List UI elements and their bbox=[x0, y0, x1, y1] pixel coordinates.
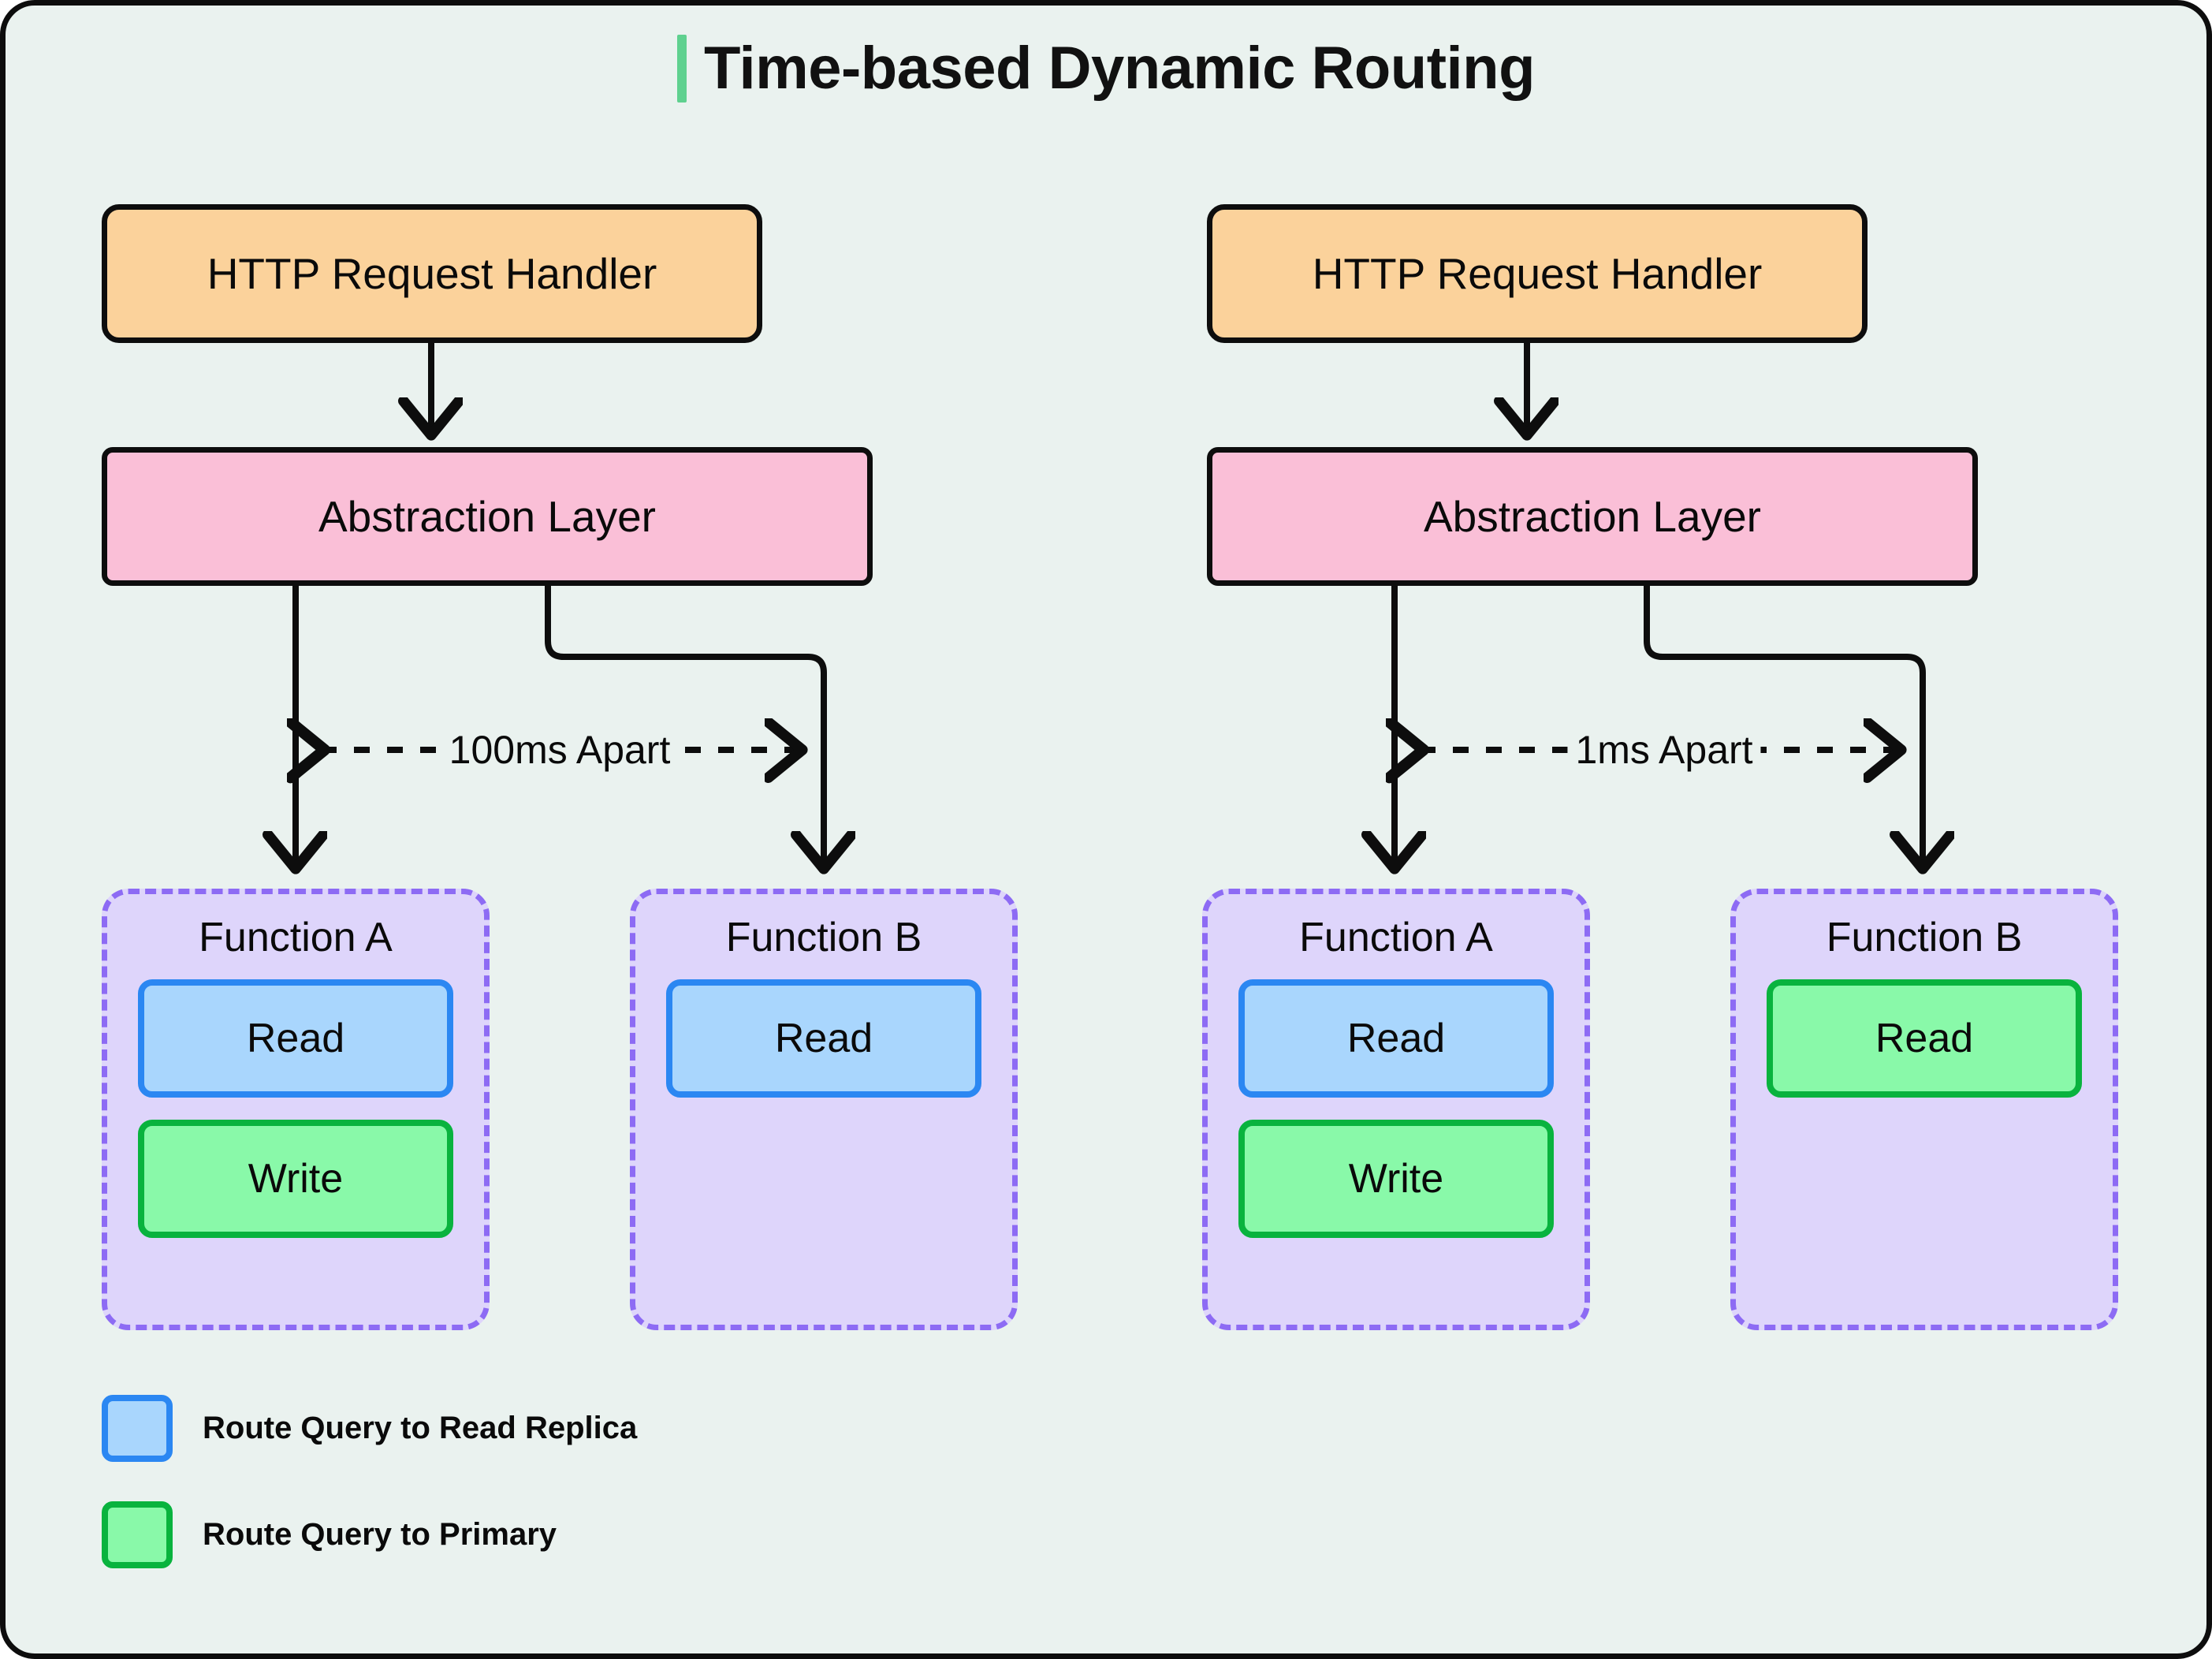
function-box-b-left[interactable]: Function B Read bbox=[630, 889, 1018, 1330]
operation-read-b-left[interactable]: Read bbox=[666, 979, 981, 1098]
legend-label-read-replica: Route Query to Read Replica bbox=[203, 1411, 638, 1445]
operation-write-a-right[interactable]: Write bbox=[1238, 1120, 1554, 1239]
edge-abstraction-to-functionB-left bbox=[545, 586, 824, 865]
page-title: Time-based Dynamic Routing bbox=[6, 34, 2206, 103]
page-title-text: Time-based Dynamic Routing bbox=[703, 35, 1536, 102]
operation-read-b-right-label: Read bbox=[1875, 1016, 1974, 1062]
legend-swatch-primary bbox=[102, 1501, 173, 1568]
abstraction-layer-left[interactable]: Abstraction Layer bbox=[102, 447, 873, 586]
function-box-a-left[interactable]: Function A Read Write bbox=[102, 889, 490, 1330]
function-b-right-title: Function B bbox=[1826, 915, 2023, 960]
legend-item-read-replica: Route Query to Read Replica bbox=[102, 1395, 637, 1462]
legend-item-primary: Route Query to Primary bbox=[102, 1501, 637, 1568]
operation-read-a-left-label: Read bbox=[246, 1016, 345, 1062]
function-a-right-title: Function A bbox=[1299, 915, 1493, 960]
operation-read-a-right[interactable]: Read bbox=[1238, 979, 1554, 1098]
abstraction-layer-right-label: Abstraction Layer bbox=[1424, 492, 1761, 541]
title-accent-bar bbox=[676, 34, 687, 103]
http-request-handler-left[interactable]: HTTP Request Handler bbox=[102, 204, 762, 343]
operation-write-a-right-label: Write bbox=[1348, 1156, 1444, 1202]
function-b-left-title: Function B bbox=[725, 915, 922, 960]
operation-read-b-left-label: Read bbox=[774, 1016, 873, 1062]
function-box-b-right[interactable]: Function B Read bbox=[1730, 889, 2118, 1330]
http-request-handler-right[interactable]: HTTP Request Handler bbox=[1207, 204, 1868, 343]
function-a-left-title: Function A bbox=[199, 915, 393, 960]
operation-read-a-left[interactable]: Read bbox=[138, 979, 453, 1098]
timing-label-left: 100ms Apart bbox=[441, 727, 679, 773]
operation-write-a-left[interactable]: Write bbox=[138, 1120, 453, 1239]
http-request-handler-right-label: HTTP Request Handler bbox=[1312, 249, 1763, 298]
operation-read-b-right[interactable]: Read bbox=[1767, 979, 2082, 1098]
legend-swatch-read-replica bbox=[102, 1395, 173, 1462]
abstraction-layer-right[interactable]: Abstraction Layer bbox=[1207, 447, 1978, 586]
abstraction-layer-left-label: Abstraction Layer bbox=[318, 492, 656, 541]
legend-label-primary: Route Query to Primary bbox=[203, 1517, 557, 1552]
operation-read-a-right-label: Read bbox=[1346, 1016, 1446, 1062]
function-box-a-right[interactable]: Function A Read Write bbox=[1202, 889, 1590, 1330]
edge-abstraction-to-functionB-right bbox=[1644, 586, 1923, 865]
http-request-handler-left-label: HTTP Request Handler bbox=[207, 249, 657, 298]
operation-write-a-left-label: Write bbox=[248, 1156, 344, 1202]
legend: Route Query to Read Replica Route Query … bbox=[102, 1395, 637, 1568]
timing-label-right: 1ms Apart bbox=[1567, 727, 1761, 773]
